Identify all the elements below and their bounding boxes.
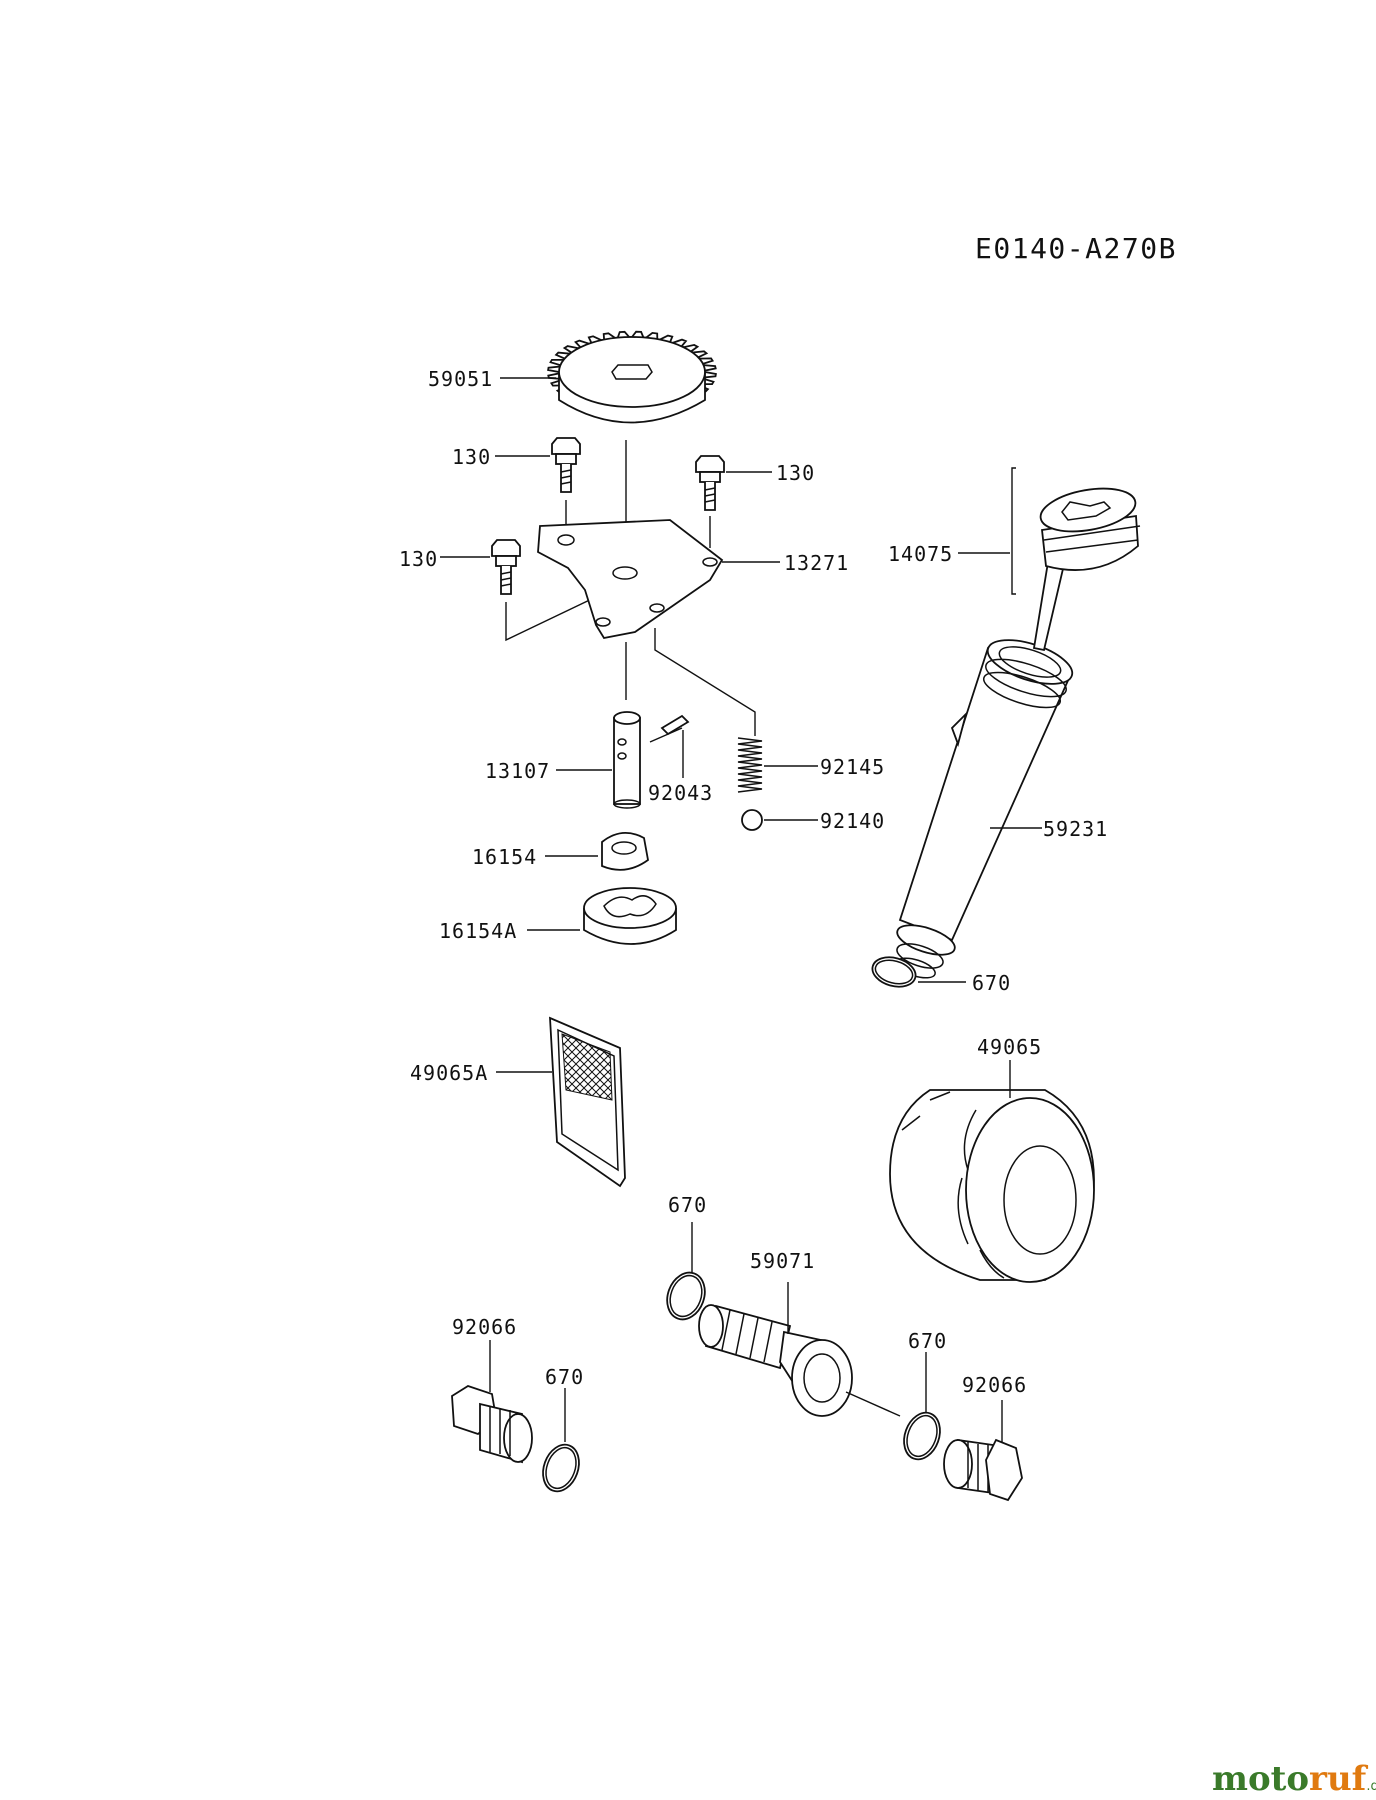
- part-number-16154A: 16154A: [439, 919, 517, 943]
- watermark-moto: moto: [1212, 1759, 1309, 1799]
- diagram-code: E0140-A270B: [975, 232, 1177, 265]
- ball-part[interactable]: [741, 809, 818, 831]
- dipstick-tube-part[interactable]: [894, 631, 1078, 982]
- watermark-de: .de: [1366, 1779, 1376, 1794]
- part-number-92066-right: 92066: [962, 1373, 1027, 1397]
- oring-tube-part[interactable]: [869, 953, 966, 991]
- gear-part[interactable]: [547, 330, 717, 570]
- part-number-49065A: 49065A: [410, 1061, 488, 1085]
- part-number-59051: 59051: [428, 367, 493, 391]
- part-number-13107: 13107: [485, 759, 550, 783]
- oring-plug-right-part[interactable]: [898, 1352, 946, 1464]
- part-number-49065: 49065: [977, 1035, 1042, 1059]
- part-number-92145: 92145: [820, 755, 885, 779]
- bolt-part-a[interactable]: [495, 437, 581, 530]
- screen-part[interactable]: [496, 1016, 626, 1188]
- fitting-part[interactable]: [698, 1282, 901, 1417]
- dipstick-part[interactable]: [958, 467, 1141, 652]
- oil-filter-part[interactable]: [889, 1060, 1095, 1283]
- bolt-part-b[interactable]: [695, 455, 772, 548]
- part-number-670-plug-right: 670: [908, 1329, 947, 1353]
- part-number-92140: 92140: [820, 809, 885, 833]
- part-number-130-c: 130: [399, 547, 438, 571]
- oring-plug-left-part[interactable]: [537, 1388, 585, 1496]
- part-number-670-tube: 670: [972, 971, 1011, 995]
- oring-fitting-part[interactable]: [661, 1222, 711, 1325]
- part-number-16154: 16154: [472, 845, 537, 869]
- part-number-670-plug-left: 670: [545, 1365, 584, 1389]
- inner-rotor-part[interactable]: [545, 832, 649, 871]
- part-number-92066-left: 92066: [452, 1315, 517, 1339]
- plug-left-part[interactable]: [451, 1340, 533, 1464]
- spring-part[interactable]: [737, 737, 818, 793]
- watermark-logo: motoruf.de: [1212, 1759, 1376, 1799]
- outer-rotor-part[interactable]: [527, 887, 677, 945]
- part-number-670-fitting: 670: [668, 1193, 707, 1217]
- part-number-92043: 92043: [648, 781, 713, 805]
- bolt-part-c[interactable]: [440, 539, 599, 642]
- part-number-14075: 14075: [888, 542, 953, 566]
- plug-right-part[interactable]: [943, 1400, 1023, 1502]
- svg-text:motoruf.de: motoruf.de: [1212, 1759, 1376, 1799]
- watermark-ruf: ruf: [1309, 1759, 1369, 1799]
- part-number-130-b: 130: [776, 461, 815, 485]
- shaft-part[interactable]: [556, 711, 641, 809]
- pin-part[interactable]: [649, 714, 690, 778]
- part-number-13271: 13271: [784, 551, 849, 575]
- plate-part[interactable]: [537, 519, 780, 736]
- part-number-130-a: 130: [452, 445, 491, 469]
- part-number-59231: 59231: [1043, 817, 1108, 841]
- part-number-59071: 59071: [750, 1249, 815, 1273]
